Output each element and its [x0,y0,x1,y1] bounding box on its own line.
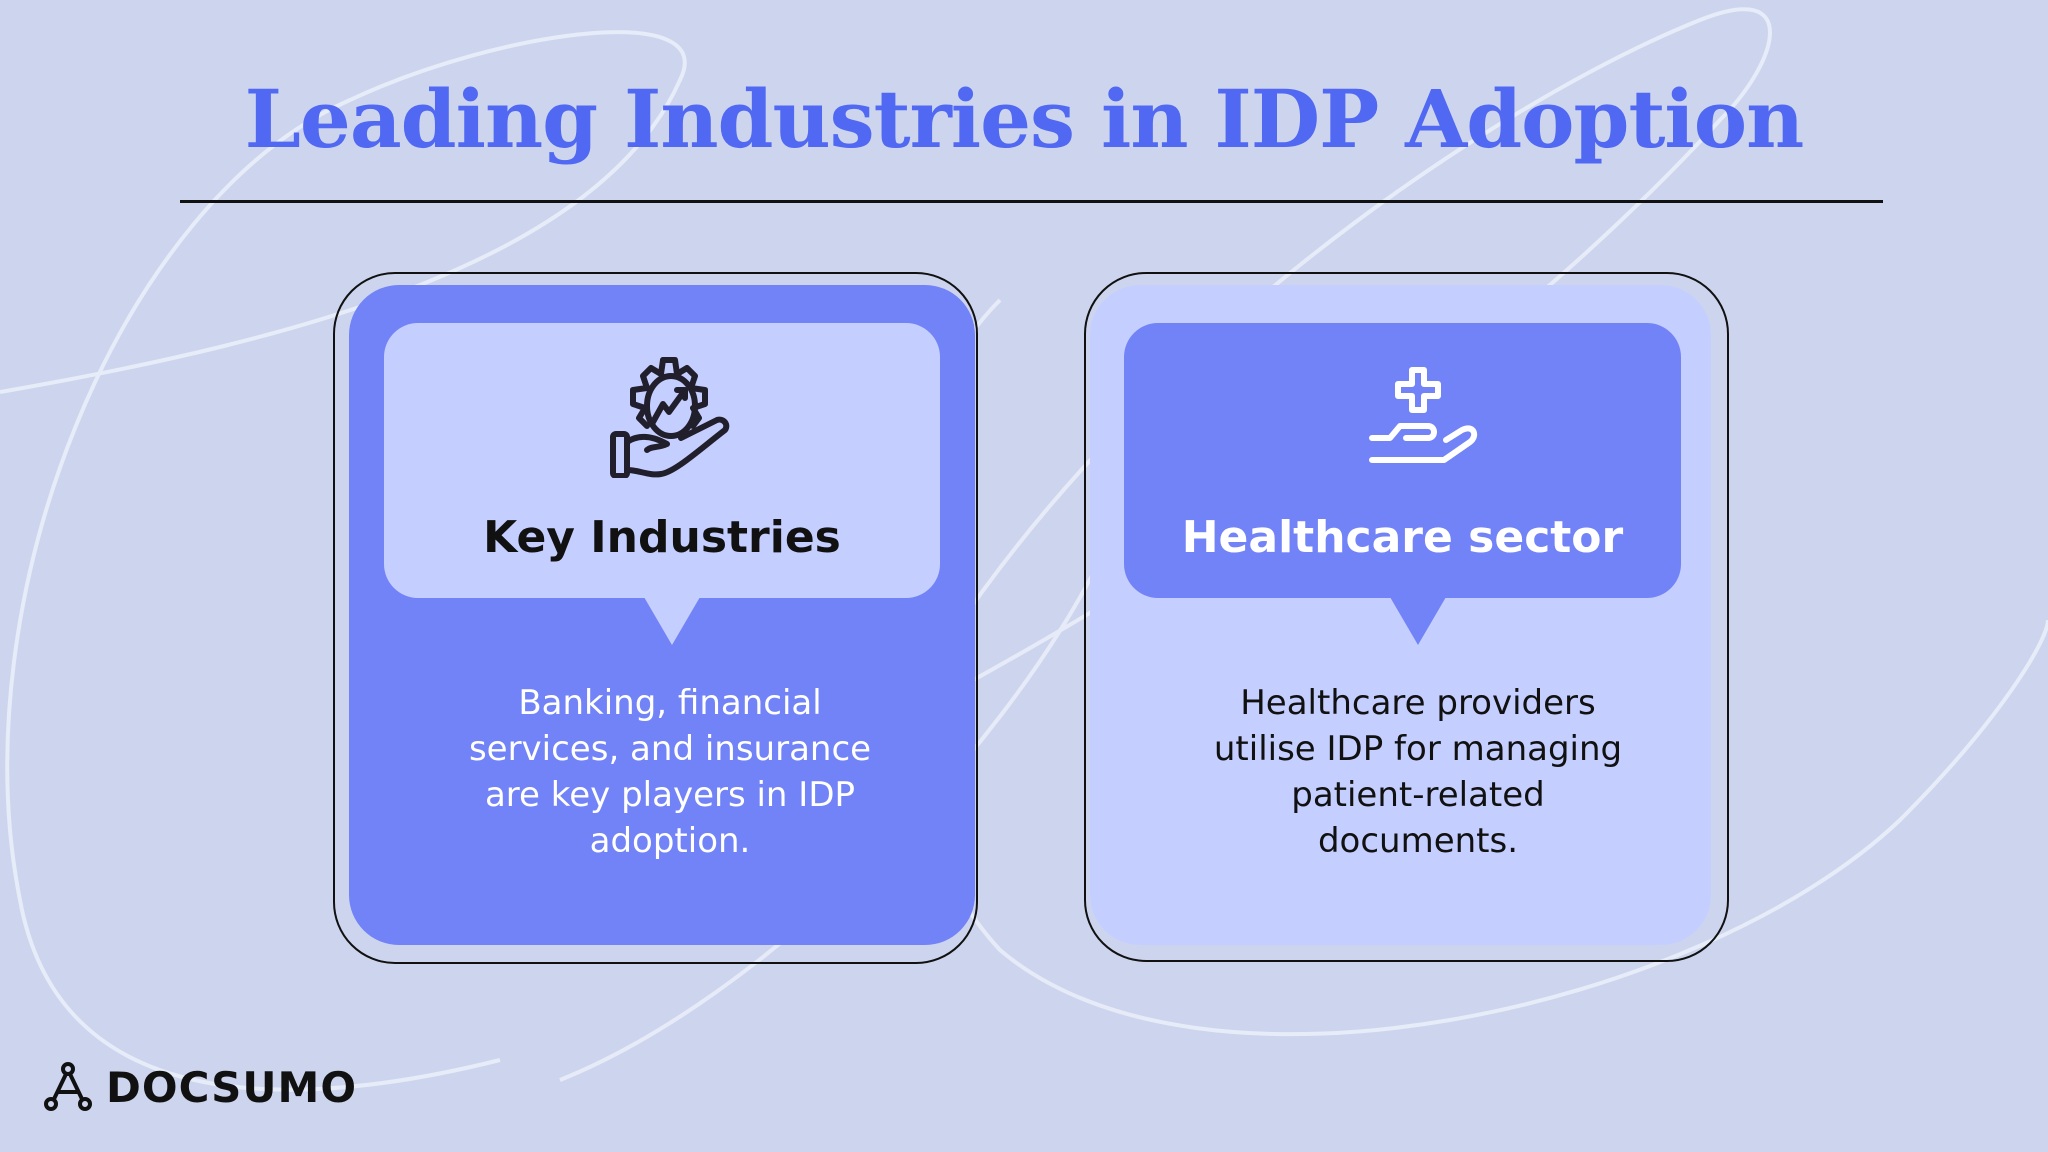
title-divider [180,200,1883,203]
key-industries-card [333,272,978,964]
brand-name: DOCSUMO [106,1062,358,1112]
docsumo-logo-icon [44,1062,92,1111]
card-description: Healthcare providers utilise IDP for man… [1213,683,1623,861]
page-title: Leading Industries in IDP Adoption [244,72,1805,166]
card-heading: Key Industries [483,512,841,563]
healthcare-card [1084,272,1729,962]
medical-cross-hand-icon [1369,367,1478,463]
docsumo-logo: DOCSUMO [44,1062,357,1112]
card-heading: Healthcare sector [1181,512,1624,563]
bubble-pointer [1390,597,1446,645]
bubble-pointer [644,597,700,645]
card-description: Banking, financial services, and insuran… [468,683,872,861]
gear-chart-hand-icon [610,357,730,478]
